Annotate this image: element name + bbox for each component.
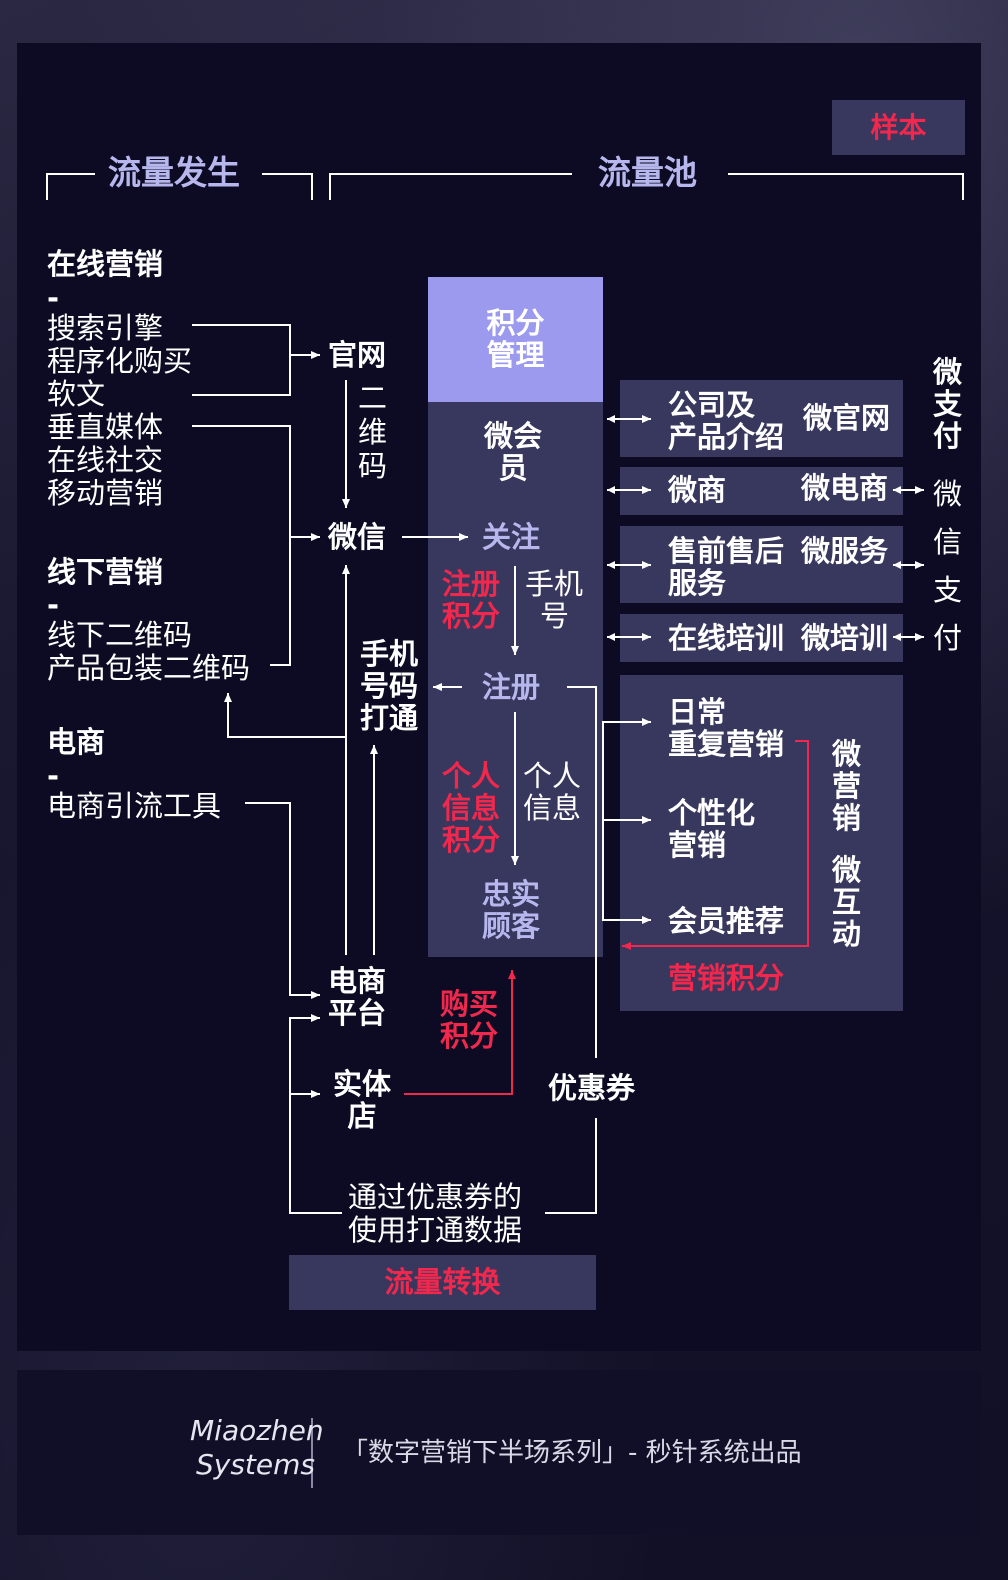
service-box: [620, 526, 903, 603]
points-mgmt-label: 管理: [486, 338, 545, 372]
online-marketing-title: 在线营销: [47, 247, 164, 281]
wechat-pay-label: 微: [933, 477, 963, 511]
offline-marketing-title: 线下营销: [47, 555, 164, 589]
footer-panel: [17, 1370, 981, 1535]
daily-marketing-label: 重复营销: [668, 727, 785, 761]
wechat-pay-label: 支: [933, 573, 963, 607]
loyal-customer-node: 忠实: [482, 877, 541, 911]
wx-interact-label: 动: [832, 917, 862, 951]
company-intro-label: 公司及: [668, 388, 756, 422]
phone-link-node: 号码: [360, 669, 419, 703]
wx-ecom-label: 微电商: [801, 471, 889, 505]
points-mgmt-label: 积分: [486, 306, 545, 340]
service-label: 售前售后: [668, 534, 785, 568]
ecom-title: 电商: [47, 725, 106, 759]
wx-interact-label: 互: [832, 885, 862, 919]
store-node: 实体: [332, 1067, 391, 1101]
training-box: [620, 614, 903, 662]
follow-node: 关注: [482, 520, 541, 554]
member-label: 员: [498, 451, 528, 485]
flow-convert-label: 流量转换: [384, 1265, 501, 1299]
qrcode-label: 二: [358, 381, 388, 415]
daily-marketing-label: 日常: [668, 695, 727, 729]
offline-item: 线下二维码: [47, 618, 193, 652]
points-mgmt-box: [428, 277, 603, 402]
offline-dash: -: [47, 588, 60, 622]
wechat-node: 微信: [328, 520, 387, 554]
flow-pool-header: 流量池: [598, 153, 697, 192]
qrcode-label: 维: [358, 415, 388, 449]
register-node: 注册: [482, 670, 541, 704]
reg-points-label: 积分: [442, 599, 501, 633]
wx-training-label: 微培训: [801, 621, 889, 655]
wx-site-label: 微官网: [803, 401, 891, 435]
info-label: 个人: [523, 759, 582, 793]
member-label: 微会: [483, 419, 542, 453]
personal-marketing-label: 营销: [668, 828, 727, 862]
phone-link-node: 打通: [360, 701, 419, 735]
phone-label: 手机: [525, 567, 584, 601]
wx-pay-bold: 支: [933, 387, 963, 421]
coupon-node: 优惠券: [548, 1071, 636, 1105]
miaozhen-logo: Miaozhen: [190, 1414, 324, 1447]
miaozhen-logo: Systems: [196, 1448, 315, 1481]
info-label: 信息: [523, 791, 582, 825]
info-points-label: 积分: [442, 823, 501, 857]
sample-badge: 样本: [870, 111, 927, 144]
online-dash: -: [47, 281, 60, 315]
buy-points-label: 购买: [440, 987, 499, 1021]
service-label: 服务: [668, 566, 727, 600]
loyal-customer-node: 顾客: [482, 909, 541, 943]
ecom-dash: -: [47, 759, 60, 793]
info-points-label: 信息: [442, 791, 501, 825]
reg-points-label: 注册: [442, 567, 501, 601]
wechat-pay-label: 付: [933, 621, 963, 655]
store-node: 店: [347, 1099, 377, 1133]
training-label: 在线培训: [668, 621, 785, 655]
online-item: 移动营销: [47, 476, 164, 510]
wx-marketing-label: 营: [832, 769, 862, 803]
marketing-points-label: 营销积分: [668, 961, 785, 995]
convert-box: [289, 1255, 596, 1310]
footer-series-text: 「数字营销下半场系列」- 秒针系统出品: [342, 1438, 802, 1468]
coupon-note: 使用打通数据: [348, 1213, 523, 1247]
company-intro-label: 产品介绍: [668, 420, 785, 454]
online-item: 在线社交: [47, 443, 164, 477]
wx-service-label: 微服务: [801, 534, 889, 568]
offline-item: 产品包装二维码: [47, 651, 251, 685]
personal-marketing-label: 个性化: [668, 796, 756, 830]
wechat-pay-label: 信: [933, 525, 963, 559]
buy-points-label: 积分: [440, 1019, 499, 1053]
online-item: 程序化购买: [47, 344, 193, 378]
shop-label: 微商: [668, 473, 727, 507]
wx-pay-bold: 付: [933, 419, 963, 453]
flow-source-header: 流量发生: [108, 153, 240, 192]
company-box: [620, 380, 903, 457]
info-points-label: 个人: [442, 759, 501, 793]
qrcode-label: 码: [358, 449, 388, 483]
wx-marketing-label: 微: [832, 737, 862, 771]
phone-link-node: 手机: [360, 637, 419, 671]
shop-box: [620, 467, 903, 515]
ecom-platform-node: 电商: [328, 964, 387, 998]
online-item: 搜索引擎: [47, 311, 164, 345]
online-item: 垂直媒体: [47, 410, 164, 444]
badge-box: [832, 100, 965, 155]
wx-interact-label: 微: [832, 853, 862, 887]
online-item: 软文: [47, 377, 106, 411]
wx-marketing-label: 销: [832, 801, 862, 835]
wx-pay-bold: 微: [933, 355, 963, 389]
referral-label: 会员推荐: [668, 904, 785, 938]
phone-label: 号: [540, 599, 570, 633]
ecom-platform-node: 平台: [328, 996, 387, 1030]
coupon-note: 通过优惠券的: [348, 1180, 523, 1214]
ecom-item: 电商引流工具: [47, 789, 222, 823]
website-node: 官网: [328, 338, 387, 372]
